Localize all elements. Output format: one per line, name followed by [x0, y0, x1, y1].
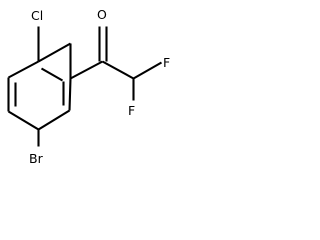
ring-bond-c5-c6 — [7, 110, 40, 131]
oxygen-label: O — [97, 7, 107, 22]
fluorine-bottom-label: F — [128, 103, 135, 118]
bond-carbonyl-to-chf2 — [101, 60, 135, 80]
ring-bond-c3-c4 — [68, 78, 72, 111]
ring-double-bond-top — [40, 67, 64, 82]
fluorine-top-label: F — [163, 55, 170, 70]
bromine-label: Br — [29, 151, 44, 166]
ring-bond-c1-c2 — [37, 42, 72, 63]
ring-bond-c4-c5 — [37, 109, 71, 131]
bond-chf2-to-f-top — [132, 61, 163, 80]
chlorine-label: Cl — [31, 8, 43, 23]
ring-bond-c1-c1b — [8, 60, 39, 79]
chemical-structure-diagram: O Cl F F Br — [7, 7, 170, 166]
bond-ring-to-carbonyl-carbon — [70, 60, 103, 80]
molecule-structure-canvas: O Cl F F Br — [0, 0, 184, 177]
